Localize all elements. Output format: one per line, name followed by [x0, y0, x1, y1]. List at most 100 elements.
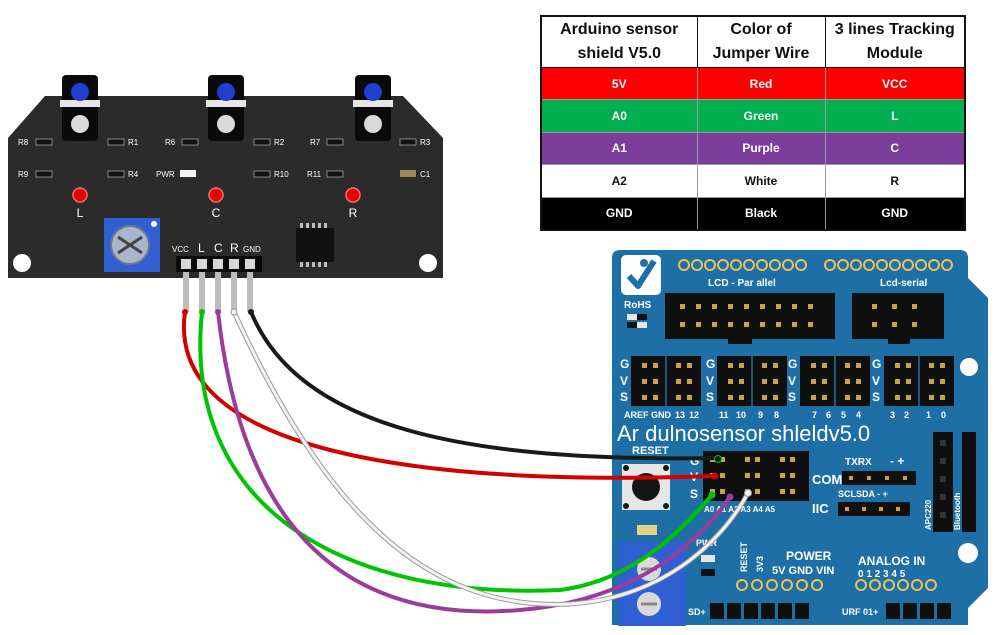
reset-label: RESET — [632, 445, 669, 457]
label-r1: R1 — [128, 138, 139, 147]
analog-gvs-header — [703, 451, 809, 501]
txrx-label: TXRX — [845, 457, 872, 468]
txrx-pm-label: - + — [890, 454, 904, 468]
pin-gnd: GND — [651, 410, 672, 420]
label-pwr: PWR — [156, 170, 175, 179]
lcd-serial-header — [852, 293, 944, 344]
power-label: POWER — [786, 549, 832, 563]
pwr-led — [180, 170, 196, 177]
analog-in-label: ANALOG IN — [858, 554, 925, 568]
sensor-shield: RoHS LCD - Par allel Lcd-serial G V — [612, 250, 988, 626]
cell-wire-color: Green — [696, 99, 826, 133]
gvs-g-1: G — [620, 357, 629, 371]
analog-s: S — [690, 487, 698, 501]
header-module: 3 lines Tracking Module — [824, 15, 966, 68]
led-label-l: L — [77, 206, 84, 220]
pin-1: 1 — [926, 410, 931, 420]
ir-sensor-left — [60, 75, 100, 141]
iic-label: IIC — [812, 501, 829, 516]
pin-label-gnd: GND — [243, 245, 261, 254]
urf-header — [886, 603, 951, 619]
led-label-r: R — [349, 206, 358, 220]
label-r6: R6 — [165, 138, 176, 147]
cell-wire-color: White — [696, 164, 826, 198]
pin-9: 9 — [758, 410, 763, 420]
analog-g: G — [690, 454, 699, 468]
pin-10: 10 — [736, 410, 746, 420]
label-r7: R7 — [310, 138, 321, 147]
led-label-c: C — [212, 206, 221, 220]
gvs-v-3: V — [788, 374, 796, 388]
capacitor-c1 — [400, 170, 416, 177]
gvs-s-1: S — [620, 390, 628, 404]
cell-module-pin: R — [824, 164, 966, 198]
jumper-wires — [181, 308, 752, 614]
pin-6: 6 — [826, 410, 831, 420]
gvs-g-3: G — [788, 357, 797, 371]
urf-label: URF 01+ — [842, 607, 878, 617]
rohs-logo — [621, 255, 661, 295]
wire-green-l — [198, 310, 714, 593]
shield-title: Ar dulnosensor shleldv5.0 — [617, 421, 870, 446]
wire-black-gnd — [249, 310, 720, 461]
pin-aref: AREF — [624, 410, 649, 420]
tracking-module: R8 R1 R6 R2 R7 R3 R9 R4 PWR R10 R11 C1 L… — [8, 75, 443, 312]
label-r4: R4 — [128, 170, 139, 179]
cell-wire-color: Black — [696, 196, 826, 231]
wiring-table: Arduino sensor shield V5.0 Color of Jump… — [540, 15, 966, 231]
com-label: COM — [812, 472, 842, 487]
led-r — [345, 187, 361, 203]
pin-label-vcc: VCC — [172, 245, 189, 254]
ir-sensor-right — [353, 75, 393, 141]
cell-module-pin: C — [824, 131, 966, 166]
mount-hole — [419, 254, 437, 272]
pin-label-c: C — [214, 241, 223, 255]
wire-red-vcc — [181, 310, 717, 480]
cell-wire-color: Red — [696, 66, 826, 101]
wire-purple-c — [216, 310, 732, 614]
cell-module-pin: GND — [824, 196, 966, 231]
label-r2: R2 — [274, 138, 285, 147]
gvs-g-4: G — [872, 357, 881, 371]
cell-shield-pin: GND — [540, 196, 698, 231]
ir-sensor-center — [206, 75, 246, 141]
label-r11: R11 — [307, 170, 322, 179]
label-r8: R8 — [18, 138, 29, 147]
table-header-row: Arduino sensor shield V5.0 Color of Jump… — [540, 15, 966, 68]
gvs-s-2: S — [706, 390, 714, 404]
sd-label: SD+ — [688, 607, 706, 617]
label-r10: R10 — [274, 170, 289, 179]
lcd-parallel-header — [665, 293, 835, 344]
gvs-s-4: S — [872, 390, 880, 404]
pin-13: 13 — [675, 410, 685, 420]
sd-header — [710, 603, 809, 619]
wire-white-r — [232, 310, 750, 606]
digital-gvs-headers — [631, 356, 954, 406]
header-wire-color: Color of Jumper Wire — [696, 15, 826, 68]
cell-shield-pin: A0 — [540, 99, 698, 133]
pin-7: 7 — [812, 410, 817, 420]
label-r9: R9 — [18, 170, 29, 179]
pin-12: 12 — [689, 410, 699, 420]
v33-label: 3V3 — [755, 556, 765, 572]
com-header — [842, 471, 916, 485]
pin-3: 3 — [890, 410, 895, 420]
led-c — [208, 187, 224, 203]
pin-5: 5 — [841, 410, 846, 420]
cell-module-pin: L — [824, 99, 966, 133]
sclsda-label: SCLSDA - + — [838, 489, 888, 499]
apc220-label: APC220 — [924, 499, 933, 530]
pin-8: 8 — [774, 410, 779, 420]
rohs-label: RoHS — [624, 300, 652, 311]
gvs-g-2: G — [706, 357, 715, 371]
iic-header — [838, 502, 910, 516]
gvs-v-4: V — [872, 374, 880, 388]
potentiometer — [104, 218, 160, 272]
reset-small-label: RESET — [739, 541, 749, 572]
